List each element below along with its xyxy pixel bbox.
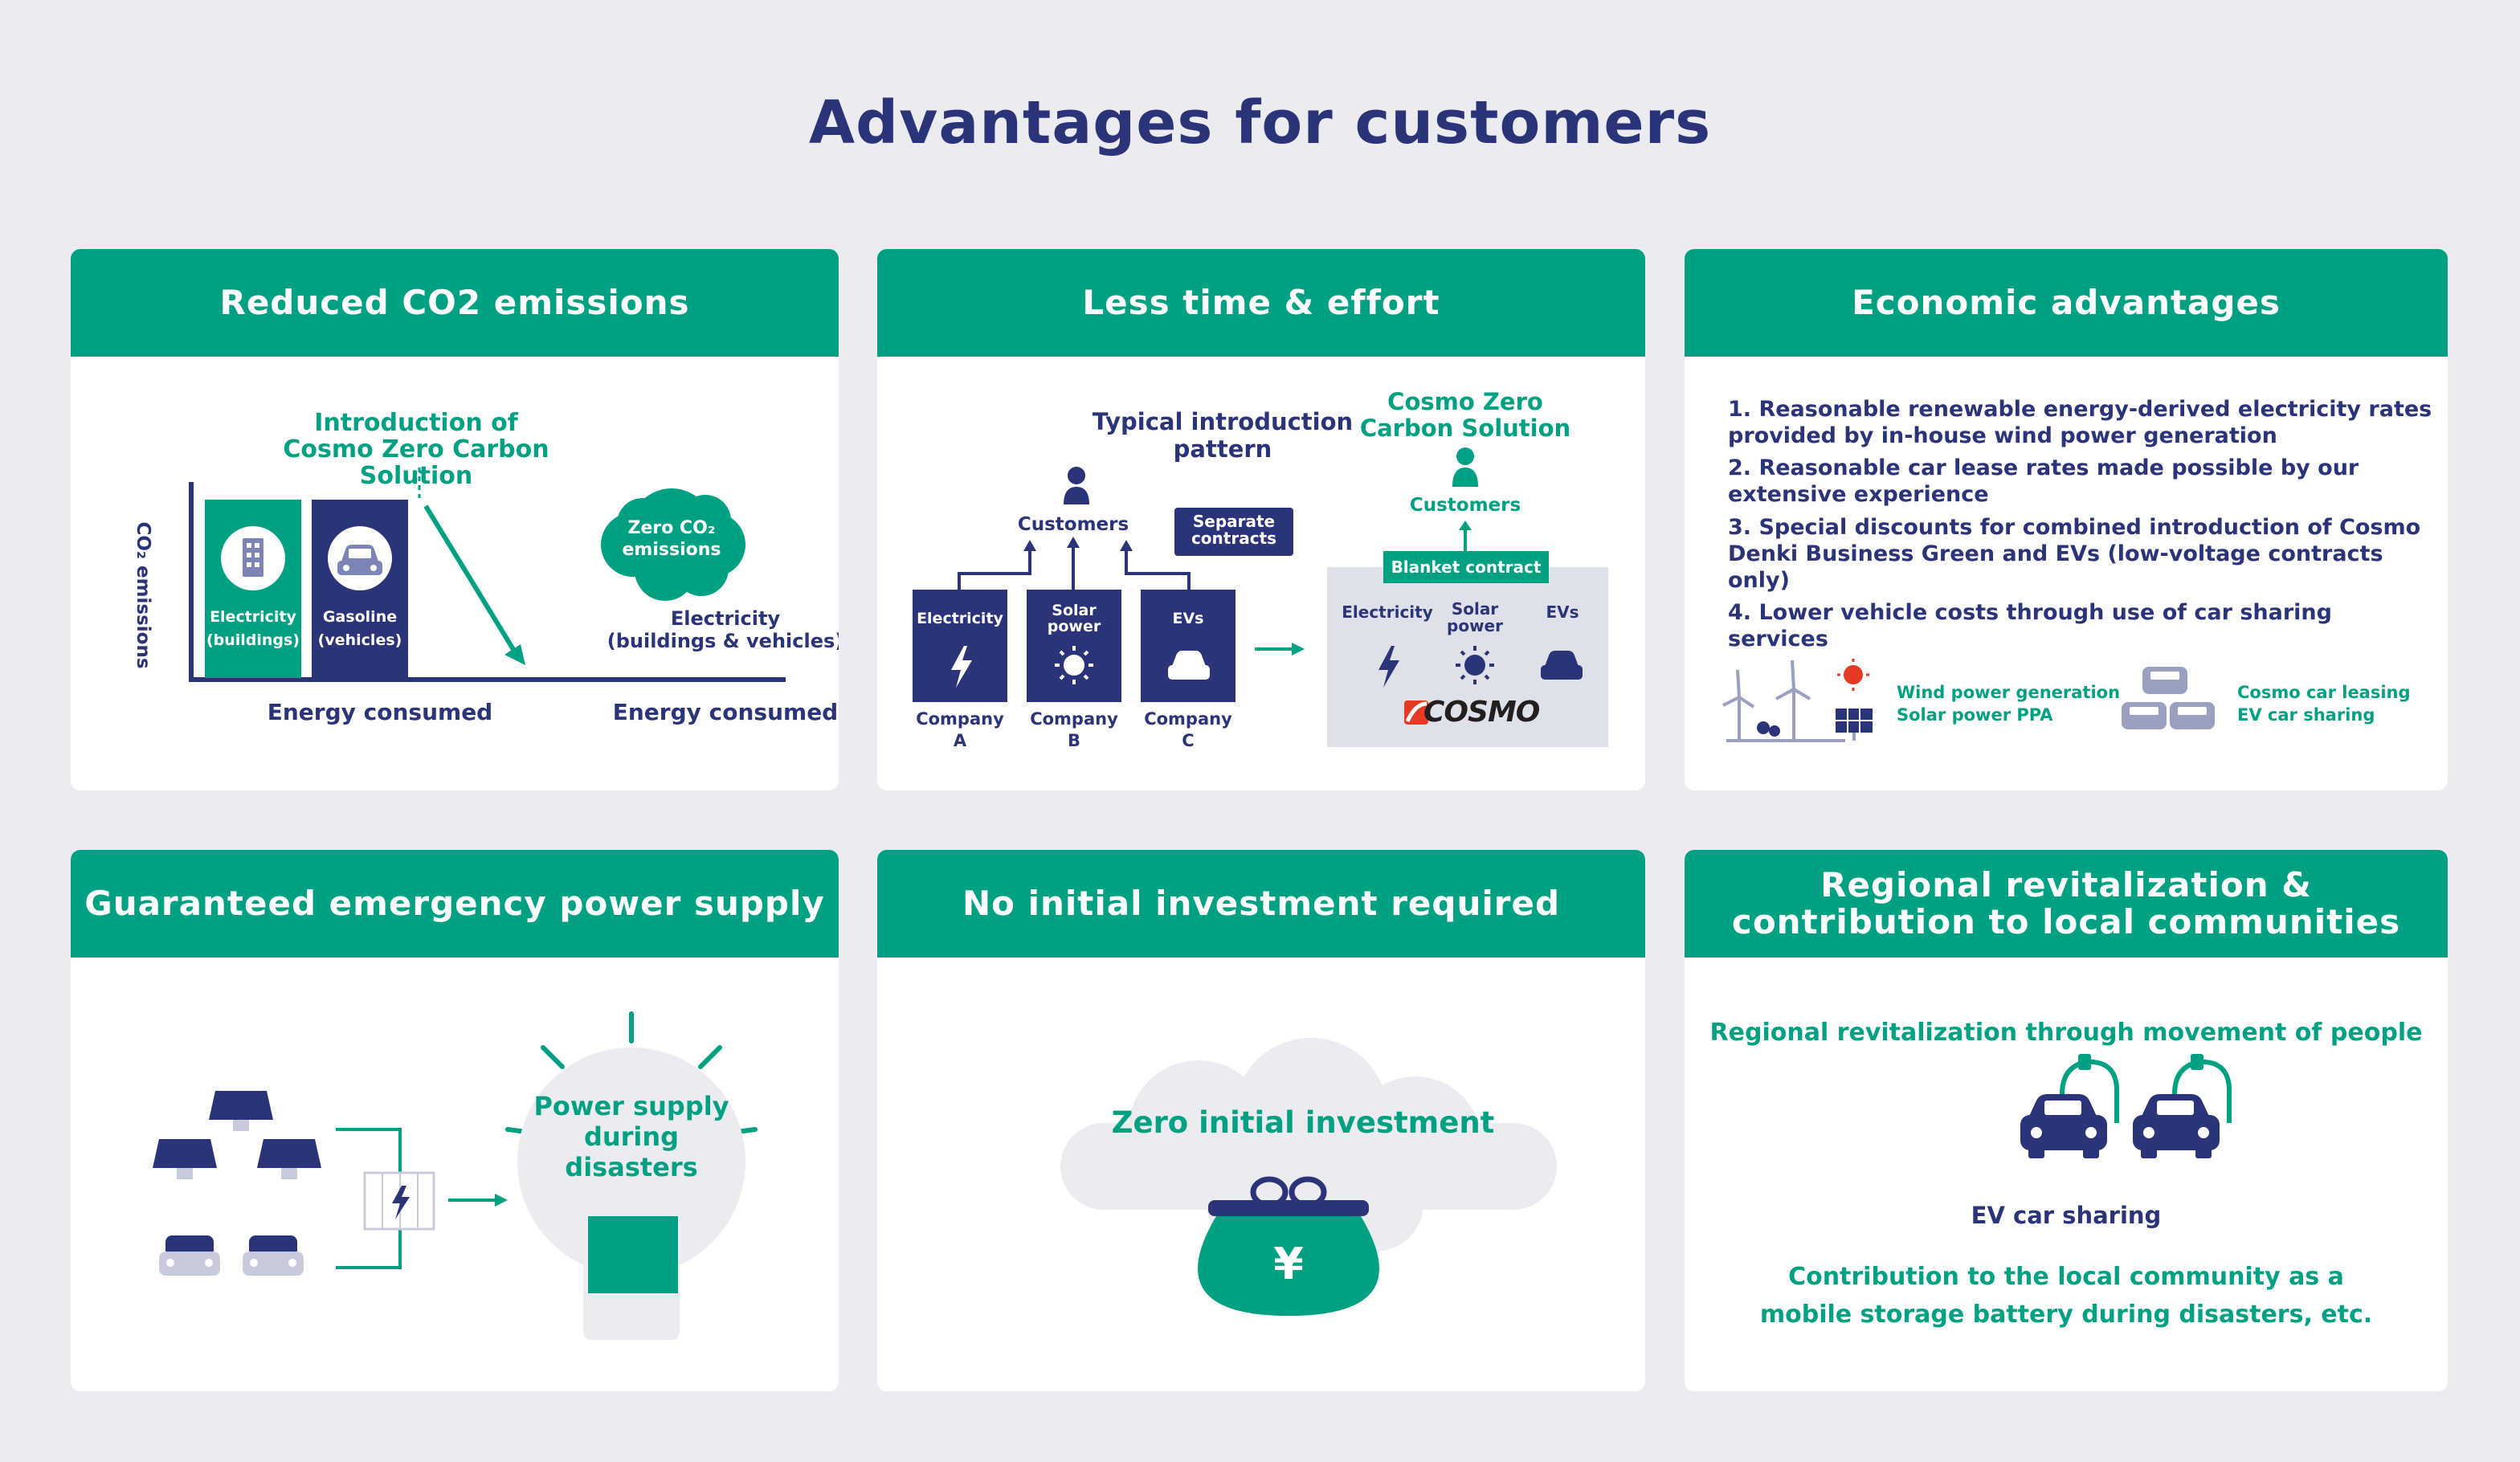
- card-heading: Reduced CO2 emissions: [71, 249, 839, 357]
- wind-label: Wind power generation Solar power PPA: [1897, 683, 2121, 725]
- bulb-label: Power supply during disasters: [533, 1091, 729, 1182]
- investment-diagram: [1060, 1038, 1557, 1316]
- bundle-solar: Solar power: [1447, 599, 1503, 635]
- sun-icon: [1844, 665, 1863, 684]
- customers-left: Customers: [1017, 514, 1129, 535]
- bundle-electricity: Electricity: [1342, 602, 1433, 622]
- co2-chart: [189, 468, 786, 682]
- advantage-item-3: 3. Special discounts for combined introd…: [1728, 515, 2421, 593]
- card-less-time-effort: Less time & effort Typical introduction …: [877, 249, 1645, 790]
- ev-label: EV car sharing: [1971, 1202, 2162, 1229]
- bolt-icon: [1378, 646, 1399, 688]
- sun-icon: [1456, 646, 1494, 684]
- regional-footer: Contribution to the local community as a…: [1759, 1263, 2373, 1329]
- wind-turbine-icon: [1722, 660, 1845, 742]
- page-title: Advantages for customers: [808, 88, 1712, 157]
- investment-cloud-label: Zero initial investment: [1111, 1105, 1495, 1140]
- ev-car-icon-2: [2133, 1054, 2232, 1158]
- company-c-name: Company C: [1144, 709, 1232, 750]
- card-heading: Regional revitalization & contribution t…: [1685, 850, 2448, 958]
- czcs-title: Cosmo Zero Carbon Solution: [1359, 388, 1571, 442]
- economic-icons: [1722, 659, 2215, 742]
- advantage-item-1: 1. Reasonable renewable energy-derived e…: [1728, 397, 2432, 448]
- company-b-name: Company B: [1030, 709, 1118, 750]
- building-icon: [243, 538, 263, 577]
- card-heading: Economic advantages: [1685, 249, 2448, 357]
- separate-contracts-badge: [1174, 508, 1293, 556]
- cloud-shape: [601, 488, 745, 601]
- solar-panels: [153, 1091, 321, 1179]
- card-reduced-co2: Reduced CO2 emissions Introduction of Co…: [71, 249, 839, 790]
- car-icon: [337, 545, 382, 575]
- separate-contracts-label: Separate contracts: [1191, 512, 1277, 548]
- card-no-initial-investment: No initial investment required Zero init…: [877, 850, 1645, 1391]
- x-axis-label-before: Energy consumed: [267, 699, 493, 725]
- x-axis-label-after: Energy consumed: [612, 699, 839, 725]
- y-axis-label: CO₂ emissions: [133, 521, 153, 669]
- person-icon: [1064, 467, 1089, 504]
- ev-icons: [2020, 1054, 2232, 1158]
- car-label: Cosmo car leasing EV car sharing: [2237, 683, 2411, 725]
- ev-car-icon-1: [2020, 1054, 2120, 1158]
- reduction-arrow: [423, 504, 517, 652]
- car-icon: [1168, 651, 1210, 680]
- sun-icon: [1055, 646, 1093, 684]
- blanket-contract-badge: [1383, 551, 1549, 583]
- bar-gasoline-label: Gasoline (vehicles): [317, 608, 402, 649]
- wallet-icon: [1197, 1176, 1380, 1316]
- regional-subtitle: Regional revitalization through movement…: [1709, 1019, 2423, 1047]
- card-heading: No initial investment required: [877, 850, 1645, 958]
- bolt-icon: [392, 1186, 410, 1219]
- advantage-item-2: 2. Reasonable car lease rates made possi…: [1728, 455, 2359, 507]
- company-a-name: Company A: [916, 709, 1004, 750]
- card-regional-revitalization: Regional revitalization & contribution t…: [1685, 850, 2448, 1391]
- bulb-base: [588, 1216, 678, 1293]
- bulb-icon: [517, 1047, 745, 1276]
- car-icon: [1541, 651, 1583, 680]
- bar-electricity-label: Electricity (buildings): [206, 608, 300, 649]
- advantage-item-4: 4. Lower vehicle costs through use of ca…: [1728, 600, 2332, 651]
- company-c-box: [1141, 590, 1235, 702]
- after-label: Electricity (buildings & vehicles): [607, 607, 839, 652]
- cosmo-logo-mark: [1404, 700, 1428, 725]
- intro-label: Introduction of Cosmo Zero Carbon Soluti…: [283, 409, 549, 490]
- typical-title: Typical introduction pattern: [1092, 408, 1354, 463]
- customers-right: Customers: [1409, 495, 1521, 516]
- card-emergency-power: Guaranteed emergency power supply: [71, 850, 839, 1391]
- bundle-evs: EVs: [1546, 602, 1579, 622]
- connector-arrows: [958, 546, 1191, 590]
- card-heading: Guaranteed emergency power supply: [71, 850, 839, 958]
- emergency-diagram: [153, 1011, 758, 1340]
- reduction-arrow-head: [504, 644, 525, 665]
- company-c-service: EVs: [1172, 610, 1204, 627]
- card-heading: Less time & effort: [877, 249, 1645, 357]
- bolt-icon: [951, 646, 972, 688]
- yen-symbol: ¥: [1273, 1239, 1304, 1289]
- cosmo-logo-text: COSMO: [1423, 696, 1540, 729]
- card-economic-advantages: Economic advantages 1. Reasonable renewa…: [1685, 249, 2448, 790]
- blanket-contract-label: Blanket contract: [1391, 557, 1542, 577]
- company-a-box: [913, 590, 1007, 702]
- company-a-service: Electricity: [917, 610, 1003, 627]
- person-icon: [1452, 447, 1478, 487]
- effort-diagram: [913, 447, 1608, 747]
- cloud-label: Zero CO₂ emissions: [622, 518, 721, 560]
- company-b-service: Solar power: [1047, 602, 1101, 635]
